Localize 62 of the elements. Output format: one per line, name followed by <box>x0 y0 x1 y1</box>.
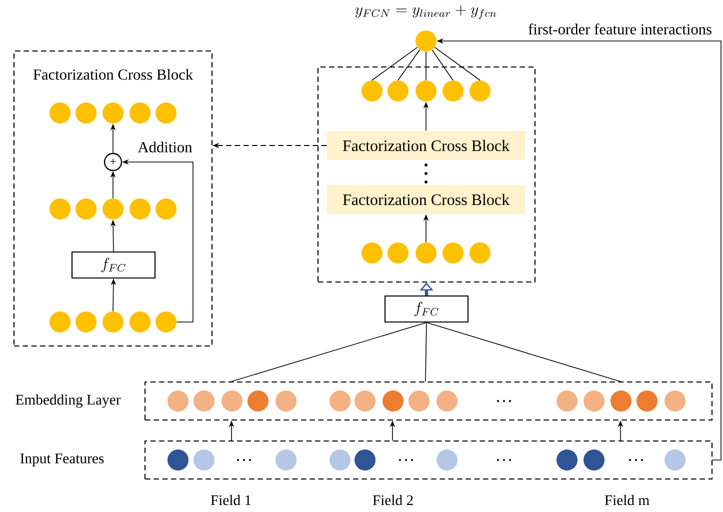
field-label: Field m <box>604 494 650 506</box>
circle <box>130 312 150 332</box>
circle <box>194 390 214 412</box>
circle <box>354 450 376 470</box>
circle <box>130 102 150 124</box>
layer-label: Embedding Layer <box>16 394 121 408</box>
layer-label: Input Features <box>20 454 104 466</box>
function-box: $f_{FC}$ <box>384 295 469 323</box>
circle <box>362 242 382 264</box>
circle <box>102 102 124 124</box>
circle <box>248 390 268 412</box>
circle <box>408 390 430 412</box>
output-formula: $y_{FCN} = y_{linear} + y_{fcn}$ <box>355 5 496 19</box>
circle <box>470 80 490 102</box>
circle <box>610 390 632 412</box>
circle <box>442 80 464 102</box>
circle <box>102 198 124 220</box>
circle <box>584 390 604 412</box>
circle <box>584 450 604 470</box>
circle <box>416 242 436 264</box>
block-box: Factorization Cross Block <box>327 131 525 160</box>
circle <box>556 450 578 470</box>
circle <box>556 390 578 412</box>
edge-label: Addition <box>138 142 192 152</box>
circle <box>436 450 458 470</box>
circle <box>354 390 376 412</box>
circle <box>388 80 408 102</box>
circle <box>664 390 686 412</box>
circle <box>664 450 686 470</box>
field-label: Field 1 <box>210 494 251 506</box>
circle <box>168 450 188 470</box>
circle <box>436 390 458 412</box>
block-box: Factorization Cross Block <box>327 185 525 214</box>
circle <box>388 242 408 264</box>
circle <box>330 390 350 412</box>
dashed-box <box>317 66 536 283</box>
circle <box>76 198 96 220</box>
circle <box>636 390 658 412</box>
circle <box>222 390 242 412</box>
circle <box>276 450 296 470</box>
circle <box>156 102 176 124</box>
circle <box>470 242 490 264</box>
circle <box>362 80 382 102</box>
circle <box>130 198 150 220</box>
circle <box>442 242 464 264</box>
circle <box>156 312 176 332</box>
edge-label: first-order feature interactions <box>528 24 712 34</box>
circle <box>330 450 350 470</box>
field-label: Field 2 <box>372 494 413 506</box>
circle <box>102 312 124 332</box>
circle <box>276 390 296 412</box>
circle <box>416 80 436 102</box>
circle <box>50 312 70 332</box>
circle <box>76 102 96 124</box>
circle <box>50 198 70 220</box>
circle <box>76 312 96 332</box>
circle <box>156 198 176 220</box>
circle <box>194 450 214 470</box>
circle <box>382 390 404 412</box>
circle <box>50 102 70 124</box>
circle <box>168 390 188 412</box>
function-box: $f_{FC}$ <box>71 251 156 279</box>
